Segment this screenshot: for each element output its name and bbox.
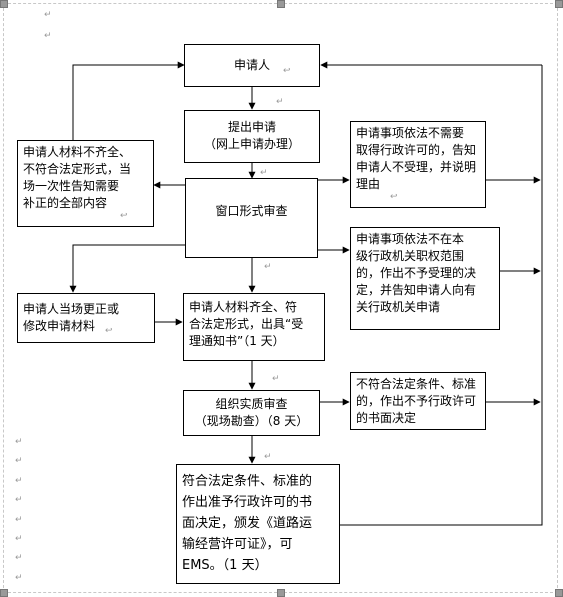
node-window-review-text: 窗口形式审查 (215, 204, 288, 218)
node-no-permit-line: 取得行政许可的，告知 (356, 143, 477, 157)
resize-handle-top-center[interactable] (277, 0, 285, 8)
node-incomplete-line: 不符合法定形式，当 (23, 162, 132, 176)
node-reject-line: 的书面决定 (356, 411, 417, 425)
node-approve: 符合法定条件、标准的 作出准予行政许可的书 面决定，颁发《道路运 输经营许可证》… (176, 464, 340, 584)
node-approve-line: EMS。（1 天） (182, 558, 268, 573)
node-applicant: 申请人 (184, 44, 320, 87)
node-approve-line: 作出准予行政许可的书 (182, 495, 313, 510)
node-reject-line: 不符合法定条件、标准 (356, 377, 477, 391)
node-incomplete-line: 场一次性告知需要 (23, 179, 120, 193)
paragraph-mark: ↵ (44, 10, 52, 20)
node-window-review: 窗口形式审查 (185, 178, 318, 258)
node-approve-line: 输经营许可证》，可 (182, 537, 293, 552)
node-no-permit-line: 申请事项依法不需要 (356, 126, 465, 140)
paragraph-mark: ↩ (264, 140, 272, 150)
node-correct-line: 申请人当场更正或 (23, 302, 120, 316)
node-approve-line: 面决定，颁发《道路运 (182, 516, 313, 531)
node-substantive: 组织实质审查 （现场勘查）（8 天） (183, 390, 320, 436)
node-not-in-scope-line: 关行政机关申请 (356, 300, 441, 314)
node-not-in-scope-line: 的，作出不予受理的决 (356, 266, 477, 280)
node-correct-on-site: 申请人当场更正或 修改申请材料 (17, 293, 155, 343)
node-not-in-scope: 申请事项依法不在本 级行政机关职权范围 的，作出不予受理的决 定，并告知申请人向… (350, 227, 500, 330)
node-complete-line: 申请人材料齐全、符 (189, 300, 298, 314)
node-submit-line: （网上申请办理） (203, 137, 300, 151)
node-incomplete: 申请人材料不齐全、 不符合法定形式，当 场一次性告知需要 补正的全部内容 (17, 140, 154, 227)
arrow-window-to-correct (69, 244, 185, 293)
paragraph-mark: ↵ (272, 374, 280, 384)
node-complete: 申请人材料齐全、符 合法定形式，出具“受 理通知书”（1 天） (183, 293, 325, 361)
paragraph-mark: ↵ (15, 495, 23, 505)
paragraph-mark: ↩ (283, 66, 291, 76)
node-complete-line: 理通知书”（1 天） (189, 334, 285, 348)
node-reject-line: 的，作出不予行政许可 (356, 394, 477, 408)
node-submit: 提出申请 （网上申请办理） (184, 110, 320, 163)
node-not-in-scope-line: 级行政机关职权范围 (356, 249, 465, 263)
paragraph-mark: ↵ (44, 31, 52, 41)
node-submit-line: 提出申请 (227, 120, 276, 134)
node-not-in-scope-line: 定，并告知申请人向有 (356, 283, 477, 297)
node-correct-line: 修改申请材料 (23, 319, 96, 333)
node-incomplete-line: 补正的全部内容 (23, 196, 108, 210)
node-substantive-line: （现场勘查）（8 天） (194, 414, 309, 428)
node-no-permit-needed: 申请事项依法不需要 取得行政许可的，告知 申请人不受理，并说明 理由 (350, 121, 486, 208)
paragraph-mark: ↵ (15, 476, 23, 486)
paragraph-mark: ↩ (105, 326, 113, 336)
return-line-right (340, 65, 543, 526)
paragraph-mark: ↩ (390, 192, 398, 202)
node-no-permit-line: 申请人不受理，并说明 (356, 160, 477, 174)
node-applicant-text: 申请人 (233, 58, 270, 72)
node-incomplete-line: 申请人材料不齐全、 (23, 145, 132, 159)
node-not-in-scope-line: 申请事项依法不在本 (356, 232, 465, 246)
resize-handle-top-left[interactable] (0, 0, 8, 8)
node-complete-line: 合法定形式，出具“受 (189, 317, 304, 331)
node-reject: 不符合法定条件、标准 的，作出不予行政许可 的书面决定 (350, 372, 486, 430)
node-substantive-line: 组织实质审查 (215, 397, 288, 411)
node-approve-line: 符合法定条件、标准的 (182, 474, 313, 489)
paragraph-mark: ↩ (120, 211, 128, 221)
paragraph-mark: ↵ (15, 553, 23, 563)
paragraph-mark: ↵ (264, 262, 272, 272)
paragraph-mark: ↵ (15, 515, 23, 525)
paragraph-mark: ↵ (15, 437, 23, 447)
arrow-incomplete-to-applicant (72, 61, 185, 140)
paragraph-mark: ↵ (276, 97, 284, 107)
paragraph-mark: ↵ (15, 456, 23, 466)
paragraph-mark: ↵ (260, 168, 268, 178)
paragraph-mark: ↵ (15, 573, 23, 583)
paragraph-mark: ↵ (15, 534, 23, 544)
paragraph-mark: ↵ (264, 452, 272, 462)
node-no-permit-line: 理由 (356, 177, 381, 191)
